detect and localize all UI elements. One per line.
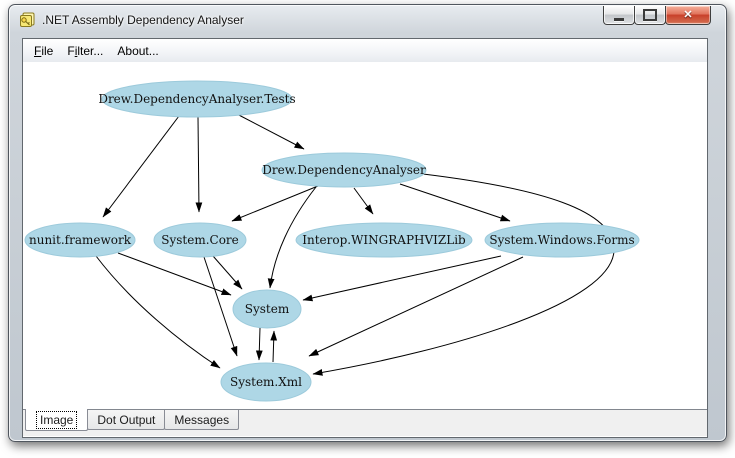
edge-drew-to-system (267, 186, 317, 289)
graph-node-sysxml: System.Xml (220, 362, 312, 402)
minimize-icon (614, 17, 624, 21)
edge-drew-to-interop (353, 187, 374, 215)
edge-syscore-to-system (212, 255, 243, 290)
node-ellipse-nunit (24, 222, 136, 258)
maximize-button[interactable] (634, 6, 666, 25)
dependency-graph: Drew.DependencyAnalyser.TestsDrew.Depend… (24, 80, 640, 402)
menu-file-post: ile (41, 43, 54, 58)
graph-node-nunit: nunit.framework (24, 222, 136, 258)
menu-filter-post: lter... (77, 43, 104, 58)
client-area: File Filter... About... Drew.DependencyA… (22, 38, 708, 438)
tab-image[interactable]: Image (25, 409, 89, 431)
node-label-drew: Drew.DependencyAnalyser (262, 163, 426, 177)
edge-drew-to-syscore (231, 185, 319, 222)
window-title: .NET Assembly Dependency Analyser (42, 12, 244, 27)
menu-item-about[interactable]: About... (110, 41, 165, 61)
node-label-system: System (245, 302, 290, 316)
node-ellipse-drew (261, 152, 427, 188)
edge-swf-to-system (302, 255, 502, 302)
menu-filter-key: i (74, 43, 78, 58)
graph-node-drew: Drew.DependencyAnalyser (261, 152, 427, 188)
edge-sysxml-to-system (270, 330, 278, 363)
edge-drew-to-sysxml (312, 173, 615, 376)
edge-drew-to-swf (399, 183, 511, 222)
node-label-syscore: System.Core (161, 233, 239, 247)
minimize-button[interactable] (603, 6, 635, 25)
node-ellipse-sysxml (220, 362, 312, 402)
tab-messages[interactable]: Messages (164, 410, 240, 430)
menu-filter-pre: F (67, 43, 75, 58)
maximize-icon (643, 9, 657, 21)
edge-tests-to-syscore (195, 116, 203, 213)
menu-item-file[interactable]: File (27, 41, 60, 61)
node-label-interop: Interop.WINGRAPHVIZLib (302, 233, 466, 247)
close-button[interactable]: ✕ (665, 6, 711, 25)
graph-node-interop: Interop.WINGRAPHVIZLib (295, 222, 473, 258)
node-ellipse-interop (295, 222, 473, 258)
node-ellipse-system (232, 289, 302, 329)
menu-about-post: About... (117, 43, 159, 58)
edge-nunit-to-system (117, 252, 232, 296)
node-label-nunit: nunit.framework (29, 233, 132, 247)
graph-node-system: System (232, 289, 302, 329)
node-ellipse-tests (101, 80, 293, 118)
tab-messages-label: Messages (174, 413, 230, 427)
edge-tests-to-drew (234, 112, 305, 150)
app-window: .NET Assembly Dependency Analyser ✕ File… (8, 4, 727, 442)
node-label-sysxml: System.Xml (230, 375, 302, 389)
tab-image-label: Image (35, 410, 78, 429)
menu-bar: File Filter... About... (23, 39, 707, 62)
node-ellipse-swf (484, 222, 640, 258)
node-label-tests: Drew.DependencyAnalyser.Tests (98, 92, 295, 106)
caption-buttons: ✕ (603, 6, 711, 25)
edge-nunit-to-sysxml (95, 255, 221, 369)
titlebar[interactable]: .NET Assembly Dependency Analyser ✕ (9, 5, 726, 34)
tab-dot-output-label: Dot Output (97, 413, 156, 427)
tab-dot-output[interactable]: Dot Output (87, 410, 166, 430)
edge-swf-to-sysxml (308, 256, 524, 357)
node-label-swf: System.Windows.Forms (489, 233, 634, 247)
graph-node-tests: Drew.DependencyAnalyser.Tests (98, 80, 296, 118)
node-ellipse-syscore (153, 222, 247, 258)
edge-system-to-sysxml (255, 327, 263, 361)
app-icon (20, 12, 35, 27)
graph-node-syscore: System.Core (153, 222, 247, 258)
tab-strip: Image Dot Output Messages (23, 409, 707, 436)
edge-tests-to-nunit (102, 115, 180, 218)
close-icon: ✕ (683, 8, 693, 21)
menu-item-filter[interactable]: Filter... (60, 41, 110, 61)
edge-syscore-to-sysxml (203, 256, 238, 357)
graph-node-swf: System.Windows.Forms (484, 222, 640, 258)
menu-file-key: F (34, 43, 42, 58)
